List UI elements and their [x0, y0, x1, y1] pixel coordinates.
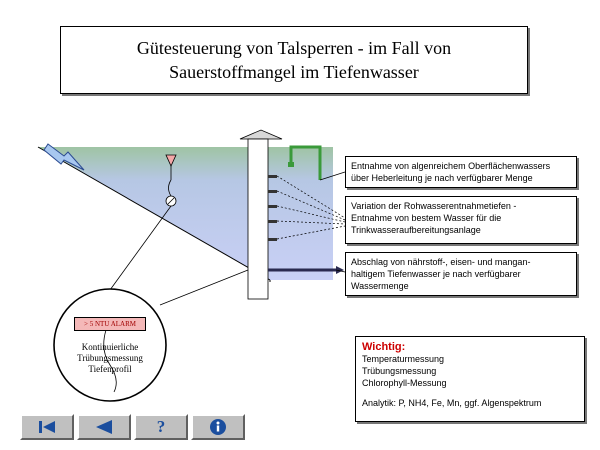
- sensor-label-line: Trübungsmessung: [77, 353, 143, 363]
- leader-lines: [276, 175, 346, 240]
- help-button[interactable]: ?: [134, 414, 188, 440]
- callout-text: Trinkwasseraufbereitungsanlage: [351, 225, 481, 235]
- navigation-bar: ?: [20, 414, 246, 440]
- title-line-1: Gütesteuerung von Talsperren - im Fall v…: [136, 38, 452, 58]
- siphon-pipe: [288, 145, 322, 180]
- title-line-2: Sauerstoffmangel im Tiefenwasser: [169, 62, 419, 82]
- callout-text: Entnahme von algenreichem Oberflächenwas…: [351, 161, 551, 171]
- callout-surface-withdrawal: Entnahme von algenreichem Oberflächenwas…: [345, 156, 577, 188]
- callout-text: Abschlag von nährstoff-, eisen- und mang…: [351, 257, 531, 267]
- title-box: Gütesteuerung von Talsperren - im Fall v…: [60, 26, 528, 94]
- first-page-icon: [39, 421, 55, 433]
- info-icon: [210, 419, 226, 435]
- callout-variable-depth: Variation der Rohwasserentnahmetiefen - …: [345, 196, 577, 244]
- important-analytics: Analytik: P, NH4, Fe, Mn, ggf. Algenspek…: [362, 398, 542, 408]
- important-item: Trübungsmessung: [362, 366, 437, 376]
- sensor-label-line: Tiefenprofil: [88, 364, 132, 374]
- callout-text: Wassermenge: [351, 281, 409, 291]
- first-page-button[interactable]: [20, 414, 74, 440]
- help-icon: ?: [156, 417, 166, 436]
- float-buoy-icon: [165, 154, 177, 207]
- discharge-pipe: [268, 266, 344, 274]
- inflow-arrow-icon: [43, 143, 85, 171]
- important-header: Wichtig:: [362, 341, 406, 353]
- previous-page-button[interactable]: [77, 414, 131, 440]
- reservoir-bank: [37, 146, 271, 281]
- sensor-label-line: Kontinuierliche: [81, 342, 139, 352]
- ntu-alarm-badge: > 5 NTU ALARM: [74, 317, 146, 331]
- callout-text: Variation der Rohwasserentnahmetiefen -: [351, 201, 517, 211]
- important-item: Chlorophyll-Messung: [362, 378, 447, 388]
- callout-text: haltigem Tiefenwasser je nach verfügbare…: [351, 269, 521, 279]
- callout-text: Entnahme von bestem Wasser für die: [351, 213, 502, 223]
- important-item: Temperaturmessung: [362, 354, 445, 364]
- callout-text: über Heberleitung je nach verfügbarer Me…: [351, 173, 533, 183]
- callout-deep-water-discharge: Abschlag von nährstoff-, eisen- und mang…: [345, 252, 577, 296]
- intake-tower: [239, 129, 283, 300]
- important-box: Wichtig: Temperaturmessung Trübungsmessu…: [355, 336, 585, 422]
- sensor-description: Kontinuierliche Trübungsmessung Tiefenpr…: [58, 342, 162, 375]
- info-button[interactable]: [191, 414, 245, 440]
- previous-page-icon: [96, 420, 112, 434]
